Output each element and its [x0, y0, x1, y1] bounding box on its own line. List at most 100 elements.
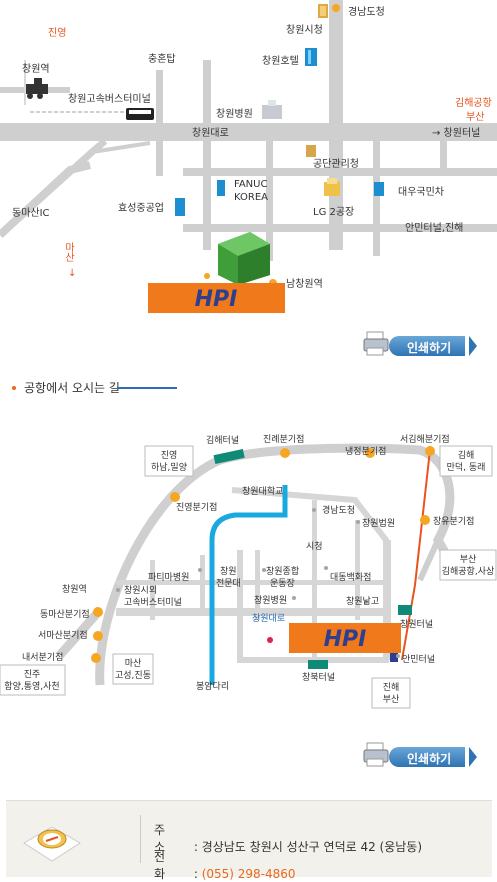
- label2-gimhae-box2: 만덕, 동래: [447, 462, 486, 473]
- label2-jinju-box2: 함양,통영,사천: [4, 681, 59, 692]
- compass-icon: [23, 826, 81, 862]
- section-title-text: 공항에서 오시는 길: [24, 381, 120, 395]
- label2-sports2: 운동장: [270, 578, 295, 589]
- label-gyeongnam-office: 경남도청: [348, 5, 385, 18]
- printer-icon: [363, 742, 389, 767]
- label2-jinyeong-jc: 진영분기점: [176, 501, 217, 513]
- label-lg: LG 2공장: [313, 206, 354, 218]
- hpi-building-icon: [218, 232, 270, 285]
- label2-seomasan-jc: 서마산분기점: [38, 629, 88, 641]
- label2-daedong: 대동백화점: [330, 571, 371, 583]
- address-row: 주 소 : 경상남도 창원시 성산구 연덕로 42 (웅남동): [154, 821, 422, 855]
- hospital-icon: [262, 100, 282, 119]
- hpi-logo-2: HPI: [324, 627, 367, 652]
- airport-route-map: HPI 김해터널 진례분기점 냉정분기점 서김해분기점 진영 하남,밀양 김해 …: [0, 433, 497, 709]
- section-title: 공항에서 오시는 길: [0, 378, 497, 398]
- label2-express: 창원시외: [124, 584, 157, 596]
- label2-hospital: 창원병원: [254, 595, 287, 606]
- label2-jinyeong-box2: 하남,밀양: [151, 461, 187, 473]
- label-dongmasan-ic: 동마산IC: [12, 207, 50, 219]
- label-daewoo: 대우국민차: [398, 186, 444, 198]
- label2-dongmasan-jc: 동마산분기점: [40, 608, 90, 620]
- label2-obs2: 전문대: [216, 578, 241, 589]
- local-map: HPI 경남도청 창원시청 진영 충혼탑 창원호텔 창원역 창원고속버스터미널 …: [0, 0, 497, 313]
- label2-jinhae-box: 진해: [383, 682, 400, 693]
- label2-changwon-namgo: 창원남고: [346, 596, 379, 607]
- print-button-2[interactable]: 인쇄하기: [363, 742, 477, 767]
- road-network: [0, 0, 497, 261]
- label-gimhae-airport: 김해공항: [455, 96, 492, 109]
- building-icon-daewoo: [374, 182, 384, 196]
- label2-changwon-road: 창원대로: [252, 613, 285, 624]
- tunnel-gimhae: [213, 448, 245, 465]
- label-korea: KOREA: [234, 192, 268, 203]
- label2-seogimhae-jc: 서김해분기점: [400, 433, 450, 445]
- label2-sports: 창원종합: [266, 566, 299, 577]
- printer-icon: [363, 331, 389, 356]
- phone-sep: :: [193, 867, 198, 881]
- label2-obs: 창원: [220, 566, 237, 577]
- label2-jangyu-jc: 장유분기점: [433, 515, 474, 527]
- label-nam-changwon: 남창원역: [286, 278, 323, 290]
- label-chunghon-tower: 충혼탑: [148, 52, 176, 65]
- label2-jinrye-jc: 진례분기점: [263, 433, 304, 445]
- label2-express2: 고속버스터미널: [124, 597, 182, 608]
- label2-gyeongnam-office: 경남도청: [322, 504, 355, 516]
- label2-jinyeong-box: 진영: [161, 450, 178, 461]
- label2-gimhae-box: 김해: [458, 449, 475, 461]
- label-changwon-cityhall: 창원시청: [286, 24, 323, 36]
- building-icon-hyosung: [175, 198, 185, 216]
- building-icon-gyeongnam: [318, 4, 328, 18]
- building-icon-fanuc: [217, 180, 225, 196]
- building-icon-lg: [324, 178, 340, 196]
- label2-changwon-tunnel: 창원터널: [400, 619, 433, 630]
- label2-changwon-univ: 창원대학교: [242, 486, 283, 497]
- address-panel: 주 소 : 경상남도 창원시 성산구 연덕로 42 (웅남동) 전 화 : (0…: [6, 800, 492, 881]
- label-changwon-road: 창원대로: [192, 127, 229, 139]
- label2-masan-box: 마산: [125, 658, 142, 669]
- label-changwon-tunnel: → 창원터널: [432, 127, 480, 139]
- hpi-location-box: [148, 283, 285, 313]
- address-value: : 경상남도 창원시 성산구 연덕로 42 (웅남동): [193, 840, 423, 854]
- print-button-label: 인쇄하기: [407, 752, 452, 766]
- label2-naengjeong-jc: 냉정분기점: [345, 445, 386, 457]
- print-button[interactable]: 인쇄하기: [363, 331, 477, 356]
- label2-busan-box2: 김해공항,사상: [442, 565, 495, 577]
- label2-jinju-box: 진주: [24, 669, 41, 680]
- label2-cityhall: 시청: [306, 541, 323, 552]
- label-anmin: 안민터널,진해: [405, 221, 463, 234]
- hpi-logo: HPI: [195, 287, 238, 312]
- hpi-location-box-2: [289, 623, 401, 653]
- label2-jinhae-box2: 부산: [383, 694, 400, 705]
- phone-row: 전 화 : (055) 298-4860: [154, 848, 296, 882]
- bus-icon: [126, 108, 154, 120]
- label-fanuc: FANUC: [234, 179, 267, 190]
- label-hyosung: 효성중공업: [118, 201, 164, 214]
- label2-anmin: 안민터널: [402, 654, 435, 665]
- tunnel-changwon: [398, 605, 412, 615]
- building-icon-public: [306, 145, 316, 157]
- print-button-label: 인쇄하기: [407, 341, 452, 355]
- label-busan: 부산: [466, 111, 484, 123]
- label2-gimhae-tunnel: 김해터널: [206, 434, 239, 446]
- label2-busan-box: 부산: [460, 554, 477, 565]
- phone-key: 전 화: [154, 850, 176, 881]
- building-icon-hotel: [305, 48, 317, 66]
- label-jinyeong: 진영: [48, 27, 66, 39]
- tunnel-anmin: [390, 650, 398, 662]
- label-changwon-station: 창원역: [22, 63, 50, 75]
- label2-partima: 파티마병원: [148, 572, 189, 583]
- label2-bongam: 봉암다리: [196, 680, 229, 692]
- label-changwon-hospital: 창원병원: [216, 108, 253, 120]
- label-changwon-hotel: 창원호텔: [262, 55, 299, 67]
- label-express-terminal: 창원고속버스터미널: [68, 93, 151, 105]
- label-public-corp: 공단관리청: [313, 158, 359, 170]
- phone-value: (055) 298-4860: [201, 867, 296, 881]
- label2-naeseo-jc: 내서분기점: [22, 651, 63, 663]
- label2-masan-box2: 고성,진동: [115, 670, 151, 681]
- tunnel-changbuk: [308, 660, 328, 669]
- label2-changbuk: 창북터널: [302, 672, 335, 683]
- label-masan: 마산: [63, 242, 75, 262]
- label-masan-arrow: ↓: [68, 268, 76, 279]
- address-key: 주 소: [154, 823, 176, 854]
